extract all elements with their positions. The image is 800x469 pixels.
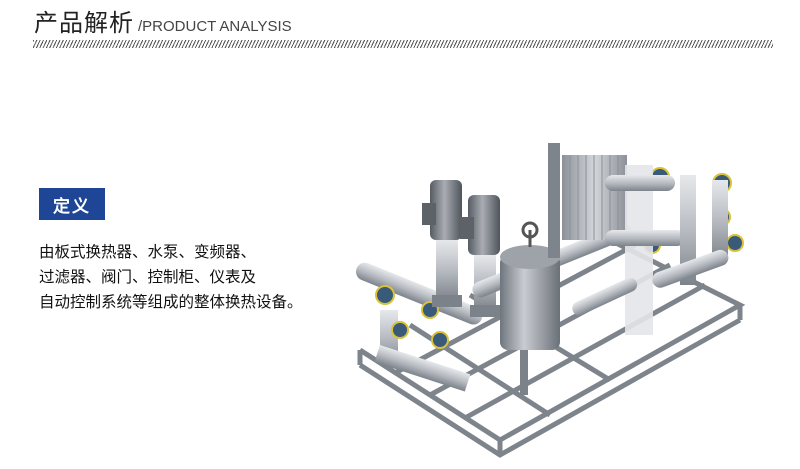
plate-heat-exchanger: [548, 143, 653, 335]
heat-exchanger-unit-illustration: [355, 143, 746, 458]
definition-text: 由板式换热器、水泵、变频器、 过滤器、阀门、控制柜、仪表及 自动控制系统等组成的…: [39, 240, 359, 315]
vertical-pump-2: [460, 195, 500, 317]
section-subtitle: /PRODUCT ANALYSIS: [138, 18, 292, 35]
vertical-pump-1: [422, 180, 462, 307]
definition-line: 由板式换热器、水泵、变频器、: [39, 243, 257, 261]
definition-line: 自动控制系统等组成的整体换热设备。: [39, 293, 303, 311]
section-header: 产品解析 /PRODUCT ANALYSIS: [34, 8, 292, 38]
filter-tank: [500, 221, 560, 395]
inlet-pipe: [355, 262, 483, 392]
section-title: 产品解析: [34, 9, 134, 37]
definition-line: 过滤器、阀门、控制柜、仪表及: [39, 268, 257, 286]
outlet-pipes: [572, 175, 729, 316]
definition-badge: 定义: [39, 188, 105, 220]
hatched-divider: [33, 40, 773, 48]
